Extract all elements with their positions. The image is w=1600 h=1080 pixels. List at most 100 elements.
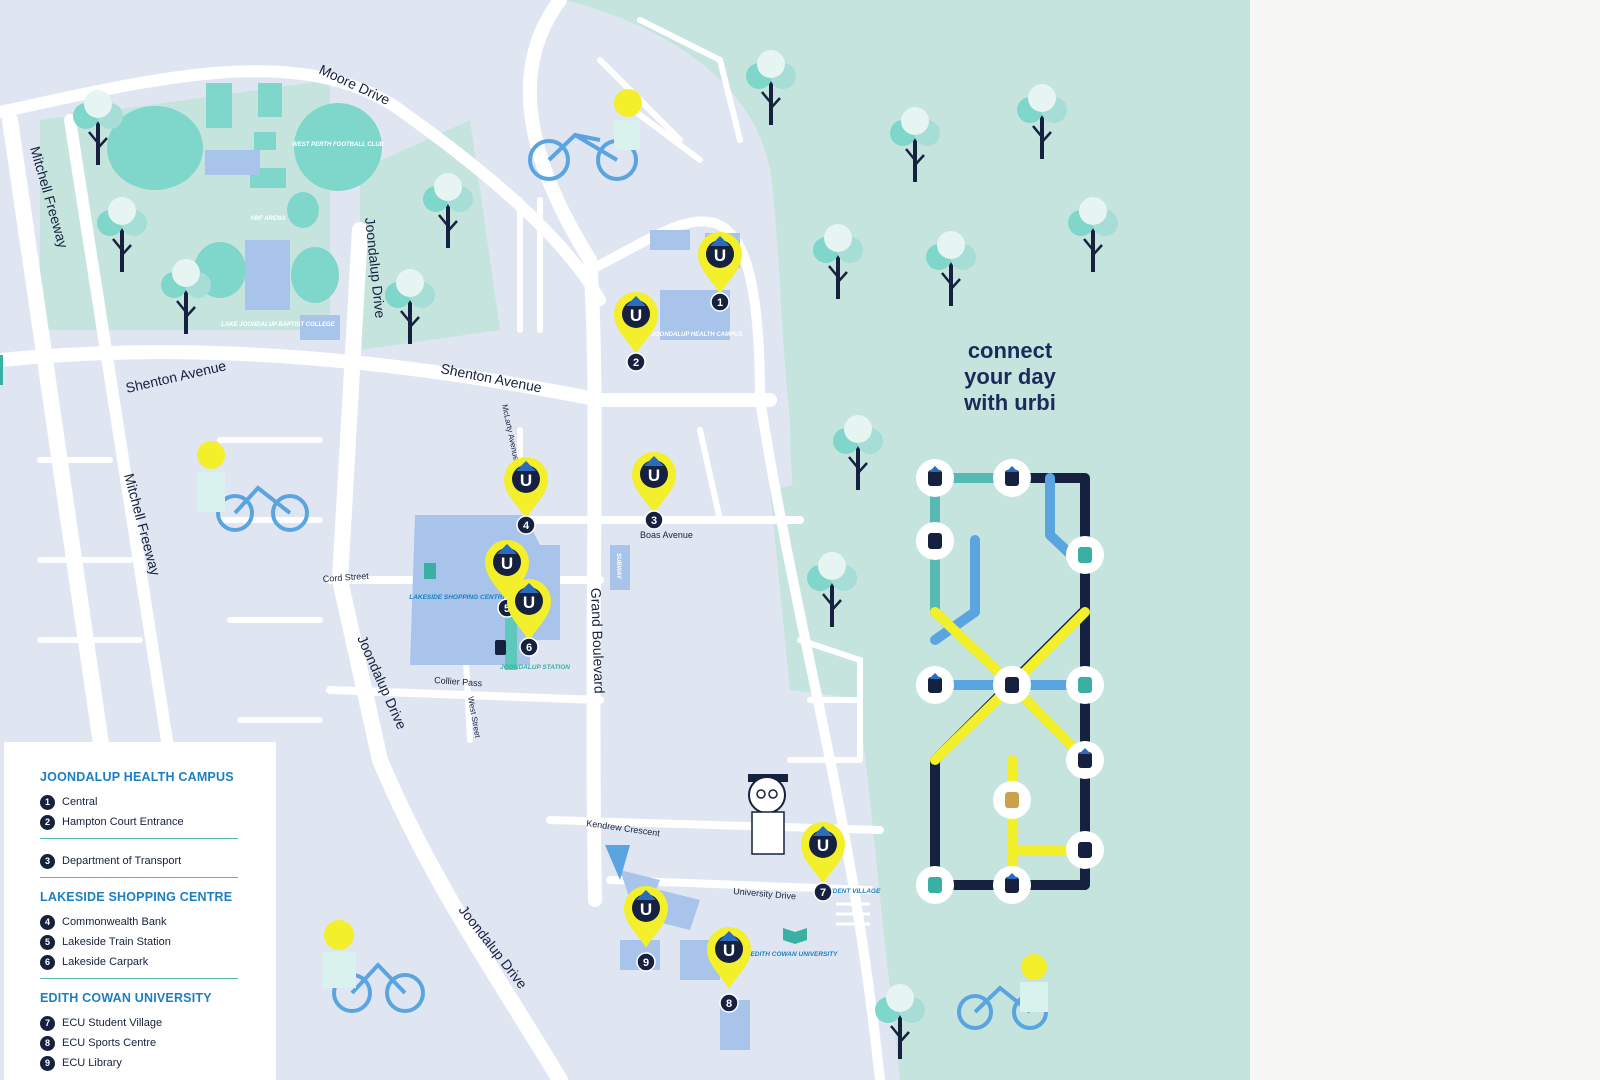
cyclist-illustration-top xyxy=(528,89,642,181)
legend-item[interactable]: 2 Hampton Court Entrance xyxy=(40,812,276,832)
legend-item-label: Department of Transport xyxy=(62,855,182,867)
place-lakeside-shopping-centre: LAKESIDE SHOPPING CENTRE xyxy=(409,594,507,601)
street-grand-boulevard: Grand Boulevard xyxy=(588,588,608,694)
legend-item-label: ECU Sports Centre xyxy=(62,1037,157,1049)
legend-item[interactable]: 6 Lakeside Carpark xyxy=(40,952,276,972)
urbi-station-marker-8[interactable]: 8 xyxy=(707,927,751,1013)
tagline-line-1: connect xyxy=(967,338,1053,363)
legend-divider xyxy=(40,877,238,878)
legend-number-badge: 7 xyxy=(40,1015,55,1031)
tagline-line-2: your day xyxy=(964,364,1056,389)
legend-item-label: Commonwealth Bank xyxy=(62,916,167,928)
navigation-arrow-icon xyxy=(605,845,630,880)
place-student-village: STUDENT VILLAGE xyxy=(820,888,881,895)
place-west-perth-football-club: WEST PERTH FOOTBALL CLUB xyxy=(292,142,384,148)
cyclist-illustration-right xyxy=(957,954,1048,1030)
campus-map[interactable]: U xyxy=(0,0,1250,1080)
legend-heading: JOONDALUP HEALTH CAMPUS xyxy=(40,770,234,784)
train-icon xyxy=(993,666,1031,704)
legend-divider xyxy=(40,978,238,979)
legend-number-badge: 9 xyxy=(40,1055,55,1071)
marker-number: 2 xyxy=(633,357,639,369)
marker-number-badge xyxy=(626,352,646,372)
marker-number-badge xyxy=(644,510,664,530)
shopping-bag-map-icon xyxy=(424,563,436,579)
street-cord-street: Cord Street xyxy=(322,571,369,584)
legend-number-badge: 1 xyxy=(40,794,55,810)
legend-number-badge: 5 xyxy=(40,934,55,950)
cyclist-illustration-left xyxy=(197,441,309,532)
legend-group-health-campus: JOONDALUP HEALTH CAMPUS 1 Central 2 Hampto… xyxy=(40,770,276,832)
legend-item[interactable]: 7 ECU Student Village xyxy=(40,1013,276,1033)
legend-number-badge: 8 xyxy=(40,1035,55,1051)
marker-number-badge xyxy=(516,515,536,535)
legend-item[interactable]: 3 Department of Transport xyxy=(40,851,276,871)
urbi-station-marker-2[interactable]: 2 xyxy=(614,292,658,372)
urbi-station-marker-9[interactable]: 9 xyxy=(624,886,668,972)
route-nodes xyxy=(916,459,1104,904)
street-collier-pass: Collier Pass xyxy=(434,675,483,688)
place-lake-joondalup-baptist-college: LAKE JOONDALUP BAPTIST COLLEGE xyxy=(221,322,335,328)
legend-item-label: Central xyxy=(62,796,98,808)
legend-item-label: Lakeside Train Station xyxy=(62,936,171,948)
place-hbf-arena: HBF ARENA xyxy=(250,216,285,222)
street-boas-avenue: Boas Avenue xyxy=(640,530,693,540)
urbi-station-marker-3[interactable]: 3 xyxy=(632,452,676,530)
urbi-station-marker-1[interactable]: 1 xyxy=(698,232,742,312)
marker-number: 9 xyxy=(643,957,649,969)
legend-item[interactable]: 1 Central xyxy=(40,792,276,812)
ecu-book-icon xyxy=(783,928,807,944)
coffee-icon xyxy=(1066,831,1104,869)
place-joondalup-health-campus: JOONDALUP HEALTH CAMPUS xyxy=(652,332,743,338)
urbi-station-icon xyxy=(916,459,954,497)
marker-number: 7 xyxy=(820,887,826,899)
legend-heading: LAKESIDE SHOPPING CENTRE xyxy=(40,890,233,904)
marker-number-badge xyxy=(813,882,833,902)
legend-item[interactable]: 8 ECU Sports Centre xyxy=(40,1033,276,1053)
urbi-station-marker-6[interactable]: 6 xyxy=(507,579,551,657)
marker-number: 8 xyxy=(726,998,732,1010)
urbi-station-icon xyxy=(1066,741,1104,779)
legend-divider xyxy=(40,838,238,839)
legend-group-ecu: EDITH COWAN UNIVERSITY 7 ECU Student Vill… xyxy=(40,991,276,1073)
marker-number: 5 xyxy=(504,603,510,615)
marker-number: 4 xyxy=(523,520,530,532)
burger-icon xyxy=(993,781,1031,819)
legend-item-label: ECU Student Village xyxy=(62,1017,163,1029)
graduate-illustration xyxy=(748,774,788,855)
legend-number-badge: 6 xyxy=(40,954,55,970)
legend-item-label: Hampton Court Entrance xyxy=(62,816,184,828)
marker-number: 6 xyxy=(526,642,532,654)
legend-panel: JOONDALUP HEALTH CAMPUS 1 Central 2 Hampto… xyxy=(4,742,276,1080)
legend-number-badge: 3 xyxy=(40,853,55,869)
sports-fields xyxy=(107,83,382,303)
shopping-bag-icon xyxy=(916,866,954,904)
ecu-village-dashes xyxy=(836,902,870,926)
marker-number-badge xyxy=(710,292,730,312)
legend-number-badge: 2 xyxy=(40,814,55,830)
cyclist-illustration-bottom xyxy=(322,920,425,1013)
marker-number-badge xyxy=(636,952,656,972)
place-subway: SUBWAY xyxy=(615,553,621,580)
legend-heading: EDITH COWAN UNIVERSITY xyxy=(40,991,212,1005)
urbi-station-marker-7[interactable]: 7 xyxy=(801,822,845,902)
marker-number-badge xyxy=(719,993,739,1013)
legend-item-label: Lakeside Carpark xyxy=(62,956,149,968)
marker-number: 3 xyxy=(651,515,657,527)
urbi-station-marker-4[interactable]: 4 xyxy=(504,457,548,535)
legend-item[interactable]: 5 Lakeside Train Station xyxy=(40,932,276,952)
urbi-station-icon xyxy=(993,459,1031,497)
tagline: connect your day with urbi xyxy=(930,338,1090,416)
marker-number: 1 xyxy=(717,297,723,309)
coffee-icon xyxy=(916,522,954,560)
legend-group-transport: 3 Department of Transport xyxy=(40,851,276,871)
home-icon xyxy=(1066,536,1104,574)
urbi-station-icon xyxy=(993,866,1031,904)
place-edith-cowan-university: EDITH COWAN UNIVERSITY xyxy=(750,951,838,958)
book-icon xyxy=(1066,666,1104,704)
train-map-icon xyxy=(495,640,506,655)
tagline-line-3: with urbi xyxy=(964,390,1056,415)
